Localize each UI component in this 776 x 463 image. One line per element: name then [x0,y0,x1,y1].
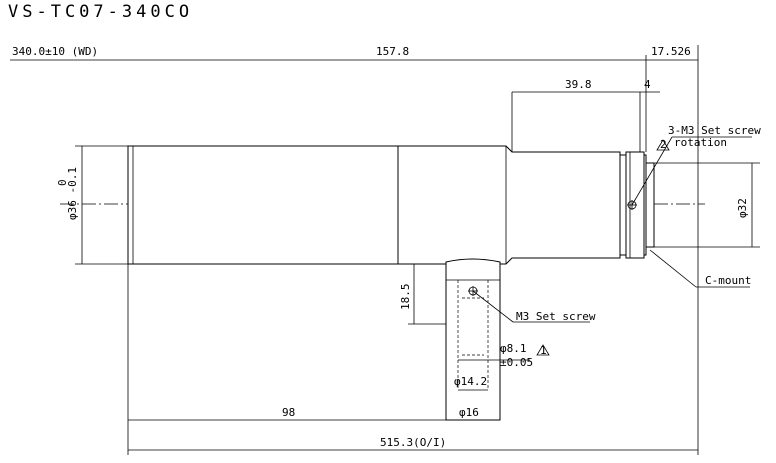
label-stem-offset: 98 [282,406,295,419]
label-pin-flag: 1 [540,344,547,357]
flag-rotation [656,139,670,151]
label-length-mount: 39.8 [565,78,592,91]
label-mount-gap: 4 [644,78,651,91]
label-wd: 340.0±10 (WD) [12,45,98,58]
label-length-rear: 17.526 [651,45,691,58]
label-rotation-flag: 2 [660,138,667,151]
label-c-mount: C-mount [705,274,751,287]
label-total-length: 515.3(O/I) [380,436,446,449]
label-dia-front-tol: 0 [56,179,69,186]
leader-m3 [472,290,514,323]
barrel-rear [397,145,621,265]
label-length-main: 157.8 [376,45,409,58]
c-mount-thread [645,162,655,248]
label-dia-front: φ36 -0.1 [66,167,79,220]
stem [445,258,501,421]
label-stem-inner: φ14.2 [454,375,487,388]
label-m3-screw: M3 Set screw [516,310,596,323]
barrel-front [127,145,399,265]
drawing-title: VS-TC07-340CO [8,2,194,22]
label-stem-height: 18.5 [399,284,412,311]
leader-cmount [649,249,697,288]
leader-3m3 [631,136,673,206]
flag-pin [536,344,550,356]
label-rotation: rotation [674,136,727,149]
label-dia-mount: φ32 [736,198,749,218]
label-pin-tol: ±0.05 [500,356,533,369]
label-stem-dia: φ16 [459,406,479,419]
label-pin-dia: φ8.1 [500,342,527,355]
label-3m3-screw: 3-M3 Set screw [668,124,761,137]
